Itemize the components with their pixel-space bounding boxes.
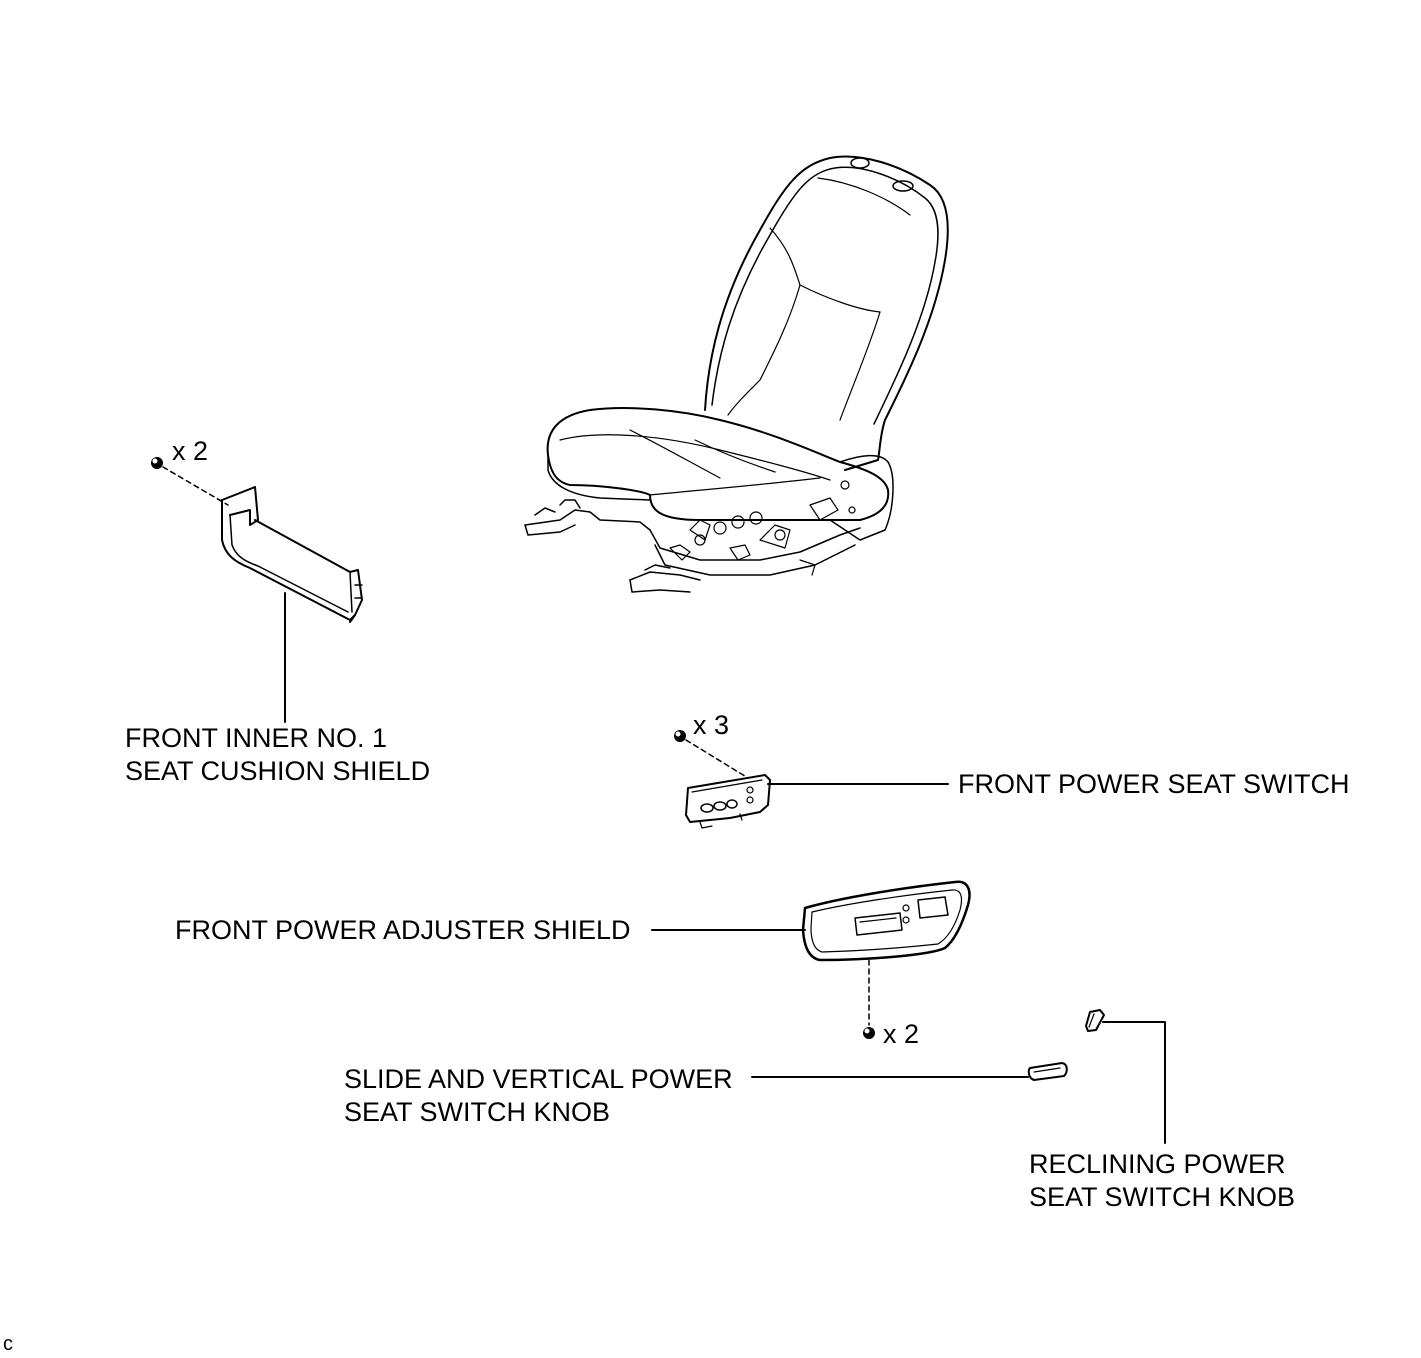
inner-shield-label: FRONT INNER NO. 1 SEAT CUSHION SHIELD (125, 722, 430, 788)
front-seat-assembly-illustration (524, 155, 949, 593)
inner-shield-label-line1: FRONT INNER NO. 1 (125, 723, 388, 753)
slide-knob-label-line1: SLIDE AND VERTICAL POWER (344, 1064, 733, 1094)
reclining-knob-label-line1: RECLINING POWER (1029, 1149, 1286, 1179)
reclining-knob-label: RECLINING POWER SEAT SWITCH KNOB (1029, 1148, 1295, 1214)
seat-switch-screw-dashed-line (685, 739, 749, 779)
adjuster-shield-label: FRONT POWER ADJUSTER SHIELD (175, 915, 631, 945)
slide-knob-label-line2: SEAT SWITCH KNOB (344, 1097, 611, 1127)
seat-switch-qty-label: x 3 (693, 710, 730, 740)
seat-switch-screw-icon (674, 730, 686, 742)
corner-code: c (3, 1333, 13, 1355)
seat-switch-illustration (685, 774, 771, 829)
seatback-outline (704, 155, 949, 471)
slide-vertical-knob-illustration (1027, 1062, 1068, 1081)
adjuster-shield-screw-icon (863, 1027, 875, 1039)
adjuster-shield-illustration (801, 880, 971, 962)
inner-shield-qty-label: x 2 (172, 436, 209, 466)
slide-knob-label: SLIDE AND VERTICAL POWER SEAT SWITCH KNO… (344, 1063, 733, 1129)
inner-shield-screw-dashed-line (162, 466, 229, 506)
inner-shield-screw-icon (151, 457, 163, 469)
reclining-knob-illustration (1085, 1009, 1105, 1032)
seat-cushion-outline (546, 407, 890, 521)
adjuster-shield-qty-label: x 2 (883, 1019, 920, 1049)
reclining-knob-label-line2: SEAT SWITCH KNOB (1029, 1182, 1296, 1212)
reclining-knob-leader-line (1102, 1021, 1166, 1144)
inner-shield-illustration (221, 486, 363, 623)
inner-shield-label-line2: SEAT CUSHION SHIELD (125, 756, 431, 786)
seat-switch-label: FRONT POWER SEAT SWITCH (958, 769, 1350, 799)
